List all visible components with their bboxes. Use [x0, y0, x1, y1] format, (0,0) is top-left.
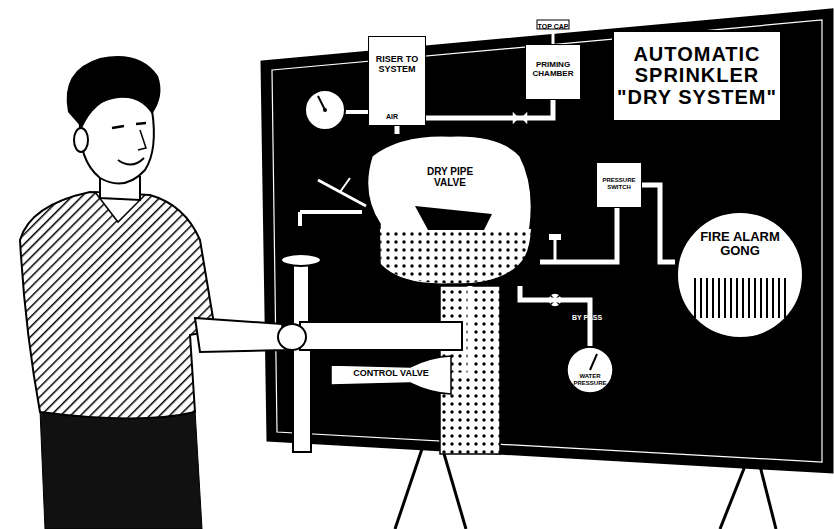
clapper — [415, 206, 492, 230]
man-arm — [195, 318, 306, 352]
gong-stripe — [718, 278, 720, 318]
gong-stripe — [760, 278, 762, 318]
post-indicator-valve-part — [293, 260, 309, 330]
gong-stripe — [694, 278, 696, 318]
gong-stripe — [724, 278, 726, 318]
man-arm-part — [278, 324, 306, 350]
easel-legs-part — [720, 466, 745, 529]
component-label: WATER PRESSURE — [573, 373, 607, 386]
man-arm-part — [195, 318, 286, 352]
board-title: AUTOMATIC SPRINKLER "DRY SYSTEM" — [614, 44, 780, 109]
easel-legs-part — [760, 466, 776, 529]
board-fittings-part — [345, 110, 368, 114]
component-box: FIRE ALARM GONG — [675, 210, 805, 340]
component-label: FIRE ALARM GONG — [692, 230, 788, 259]
pipe-connector — [426, 100, 553, 118]
valve-symbols-part — [550, 295, 560, 305]
gong-stripe — [712, 278, 714, 318]
gauge-needle — [590, 354, 597, 370]
easel-legs-part — [395, 440, 425, 529]
gong-stripe — [748, 278, 750, 318]
post-indicator-valve-part — [300, 322, 462, 350]
man-figure-part — [138, 130, 146, 150]
board-fittings-part — [300, 210, 362, 214]
valve-symbols-part — [548, 293, 562, 307]
component-box: CONTROL VALVE — [330, 355, 452, 395]
chalk-board-part — [262, 10, 832, 472]
component-box: RISER TO SYSTEM — [368, 36, 426, 126]
post-indicator-valve-part — [281, 254, 321, 266]
air-pressure-gauge-part — [318, 96, 325, 110]
valve-symbols-part — [549, 234, 561, 240]
gong-stripe — [700, 278, 702, 318]
gong-stripe — [772, 278, 774, 318]
board-fittings-part — [318, 180, 366, 206]
man-figure-part — [20, 192, 215, 419]
component-label: TOP CAP — [526, 23, 580, 31]
component-box: PRESSURE SWITCH — [596, 162, 642, 208]
pipe-connector — [642, 185, 675, 262]
component-box: DRY PIPE VALVE — [360, 134, 540, 286]
gong-stripe — [736, 278, 738, 318]
gauge-outline — [566, 346, 614, 394]
man-figure — [20, 56, 215, 529]
man-figure-part — [40, 410, 202, 529]
gong-stripe — [742, 278, 744, 318]
component-label: PRESSURE SWITCH — [597, 177, 641, 190]
part-label: BY PASS — [572, 314, 602, 321]
component-label: RISER TO SYSTEM — [369, 55, 425, 75]
gong-stripe — [778, 278, 780, 318]
air-pressure-gauge — [305, 90, 345, 130]
man-figure-part — [112, 123, 146, 128]
air-pressure-gauge-part — [305, 90, 345, 130]
component-box: WATER PRESSURE — [566, 346, 614, 394]
man-figure-part — [118, 158, 144, 165]
gauge-face — [567, 347, 613, 393]
gong-stripe — [754, 278, 756, 318]
component-label: DRY PIPE VALVE — [415, 166, 485, 188]
board-fittings-part — [340, 178, 350, 192]
valve-bell — [331, 356, 451, 394]
component-label: CONTROL VALVE — [353, 369, 429, 379]
chalk-board-part — [272, 20, 822, 462]
title-box: AUTOMATIC SPRINKLER "DRY SYSTEM" — [612, 30, 782, 122]
water-fill — [380, 229, 531, 283]
gong-disc — [677, 212, 803, 338]
valve-body — [368, 136, 532, 284]
post-indicator-valve-part — [293, 348, 311, 452]
gong-stripe — [706, 278, 708, 318]
man-figure-part — [67, 56, 161, 128]
pipe-connector — [395, 126, 400, 134]
board-fittings-part — [298, 212, 302, 226]
part-label: AIR — [386, 113, 398, 120]
valve-symbols-part — [512, 110, 528, 126]
component-box: TOP CAPPRIMING CHAMBER — [525, 44, 581, 100]
air-pressure-gauge-part — [323, 108, 327, 112]
pipe-connector — [540, 208, 617, 262]
valve-outline — [360, 134, 540, 286]
gong-stripe — [766, 278, 768, 318]
board-fittings-part — [554, 240, 557, 262]
component-label: PRIMING CHAMBER — [526, 61, 580, 79]
gong-stripe — [730, 278, 732, 318]
chalk-board — [262, 10, 832, 472]
pipe-connector — [452, 286, 470, 375]
man-figure-part — [74, 128, 88, 152]
gong-stripe — [784, 278, 786, 318]
